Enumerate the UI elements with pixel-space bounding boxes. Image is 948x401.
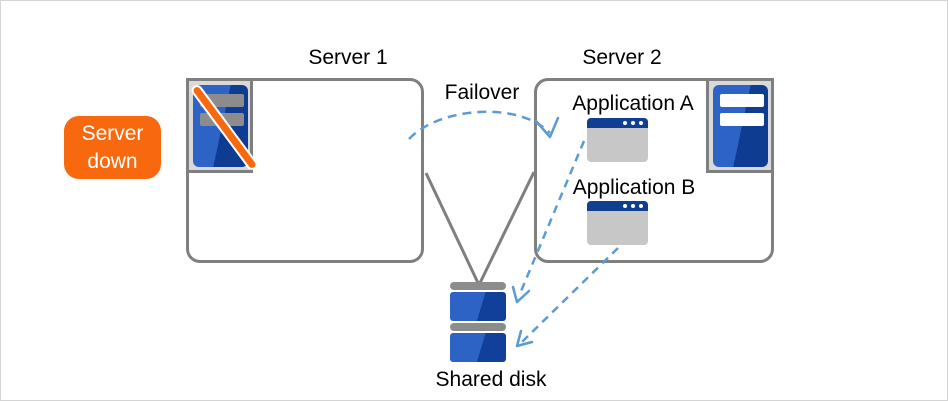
window-titlebar-icon — [587, 118, 648, 128]
application-a-label: Application A — [572, 92, 694, 115]
failover-label: Failover — [444, 81, 520, 104]
application-b-window-icon — [587, 201, 648, 245]
server2-bar-icon — [720, 113, 764, 126]
server2-chassis-icon — [713, 85, 768, 167]
server2-bar-icon — [720, 94, 764, 107]
disk-cap-icon — [450, 282, 506, 290]
window-dots-icon — [623, 121, 643, 125]
server1-down-icon — [186, 78, 260, 173]
application-b-label: Application B — [572, 176, 696, 199]
window-dots-icon — [623, 204, 643, 208]
window-titlebar-icon — [587, 201, 648, 211]
server2-label: Server 2 — [582, 46, 662, 69]
server1-disk-line — [424, 172, 481, 286]
disk-cap-icon — [450, 323, 506, 331]
app-b-arrowhead-icon — [515, 329, 534, 348]
app-a-arrowhead-icon — [511, 285, 531, 304]
server2-disk-line — [477, 171, 536, 286]
disk-unit-icon — [450, 333, 506, 362]
failover-arrow — [408, 110, 551, 140]
server2-icon — [706, 78, 774, 173]
server-down-label: Server down — [81, 122, 144, 173]
server-down-badge: Server down — [64, 116, 161, 179]
shared-disk-label: Shared disk — [435, 368, 547, 391]
server1-chassis-icon — [193, 85, 248, 167]
shared-disk-icon — [450, 282, 506, 362]
server1-label: Server 1 — [308, 46, 388, 69]
disk-unit-icon — [450, 292, 506, 321]
application-a-window-icon — [587, 118, 648, 162]
